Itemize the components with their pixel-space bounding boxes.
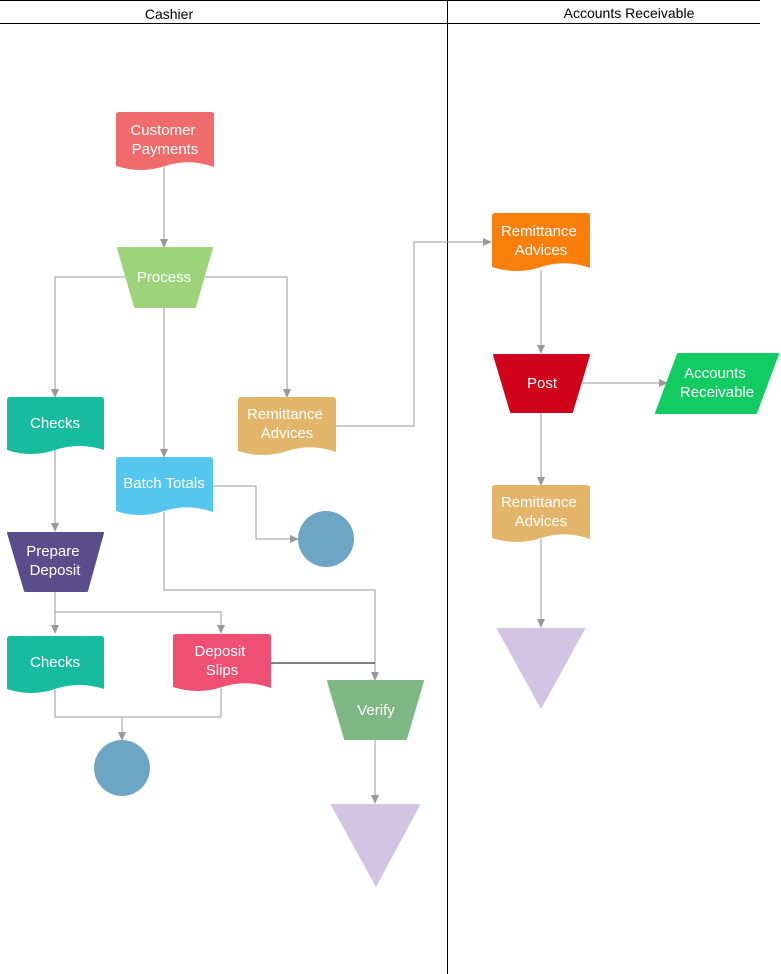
svg-text:Remittance Advices: Remittance Advices — [501, 494, 581, 530]
connector-circle-1[interactable] — [298, 511, 354, 567]
remittance-advices-1-label: Remittance — [247, 406, 323, 423]
remittance-advices-2-label: Remittance — [501, 223, 577, 240]
remittance-advices-document-3[interactable]: Remittance Advices — [492, 485, 590, 542]
customer-payments-label: Customer — [130, 122, 195, 139]
merge-triangle-2[interactable] — [497, 628, 585, 708]
connector-circle-2[interactable] — [94, 740, 150, 796]
checks-document-2[interactable]: Checks — [7, 636, 104, 693]
remittance-advices-1-label-line2: Advices — [261, 425, 314, 442]
edge-batch-totals-to-connector — [213, 485, 299, 543]
lane-title-cashier: Cashier — [145, 6, 194, 22]
svg-text:Remittance Advices: Remittance Advices — [247, 406, 327, 442]
verify-step[interactable]: Verify — [327, 680, 424, 740]
prepare-deposit-label-line2: Deposit — [30, 562, 82, 579]
checks-1-label: Checks — [30, 415, 80, 432]
remittance-advices-document-2[interactable]: Remittance Advices — [492, 213, 590, 271]
deposit-slips-label: Deposit — [194, 643, 246, 660]
svg-text:Remittance Advices: Remittance Advices — [501, 223, 581, 259]
remittance-advices-3-label: Remittance — [501, 494, 577, 511]
edge-process-to-checks — [51, 276, 125, 398]
edge-process-to-remittance — [205, 276, 291, 398]
checks-document-1[interactable]: Checks — [7, 397, 104, 454]
accounts-receivable-data[interactable]: Accounts Receivable — [655, 353, 779, 414]
prepare-deposit-step[interactable]: Prepare Deposit — [7, 532, 104, 592]
customer-payments-document[interactable]: Customer Payments — [116, 112, 214, 170]
edge-prepare-deposit-to-deposit-slips — [55, 611, 225, 634]
batch-totals-document[interactable]: Batch Totals — [116, 457, 213, 515]
svg-text:Deposit Slips: Deposit Slips — [194, 643, 249, 679]
svg-text:Prepare Deposit: Prepare Deposit — [26, 543, 84, 579]
batch-totals-label: Batch Totals — [123, 475, 204, 492]
accounts-receivable-label: Accounts — [684, 365, 746, 382]
process-label: Process — [137, 269, 191, 286]
svg-text:Accounts Receivable: Accounts Receivable — [680, 365, 754, 401]
svg-text:Customer Payments: Customer Payments — [130, 122, 199, 158]
lane-title-accounts-receivable: Accounts Receivable — [564, 5, 695, 21]
remittance-advices-3-label-line2: Advices — [515, 513, 568, 530]
deposit-slips-document[interactable]: Deposit Slips — [173, 634, 271, 691]
prepare-deposit-label: Prepare — [26, 543, 79, 560]
deposit-slips-label-line2: Slips — [206, 662, 239, 679]
verify-label: Verify — [357, 702, 395, 719]
swimlanes: Cashier Accounts Receivable — [0, 0, 760, 974]
accounts-receivable-label-line2: Receivable — [680, 384, 754, 401]
edges — [51, 167, 668, 804]
process-step[interactable]: Process — [117, 247, 213, 308]
customer-payments-label-line2: Payments — [132, 141, 199, 158]
merge-triangle-1[interactable] — [331, 804, 420, 886]
checks-2-label: Checks — [30, 654, 80, 671]
edge-batch-totals-to-verify — [163, 512, 379, 681]
post-label: Post — [527, 375, 558, 392]
post-step[interactable]: Post — [493, 354, 590, 413]
edge-remittance-to-ar-remittance — [336, 238, 492, 427]
remittance-advices-2-label-line2: Advices — [515, 242, 568, 259]
edge-checks-merge — [54, 688, 222, 718]
remittance-advices-document-1[interactable]: Remittance Advices — [238, 397, 336, 455]
